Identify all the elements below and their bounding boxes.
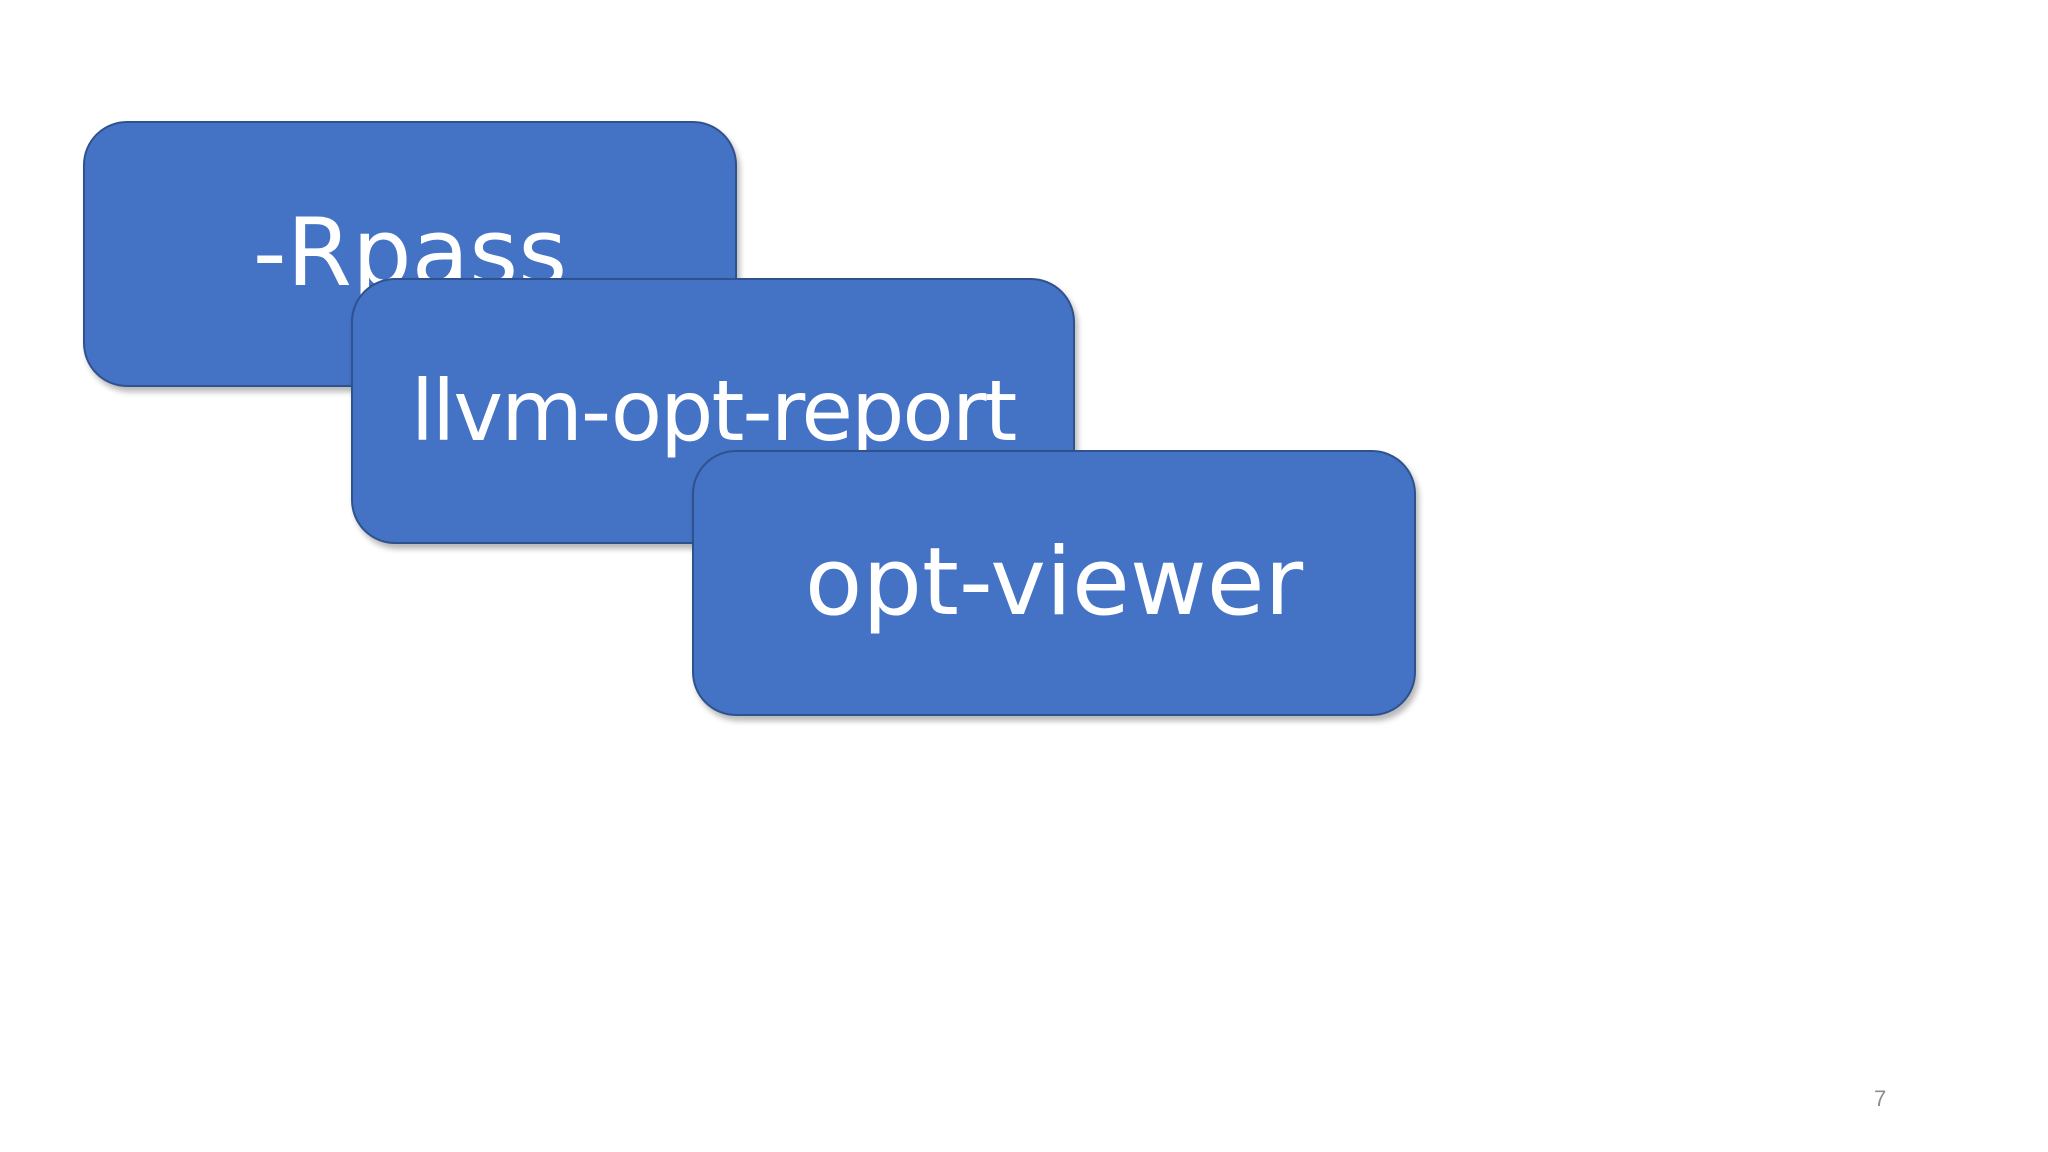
llvm-opt-report-label: llvm-opt-report	[410, 362, 1018, 460]
opt-viewer-label: opt-viewer	[804, 528, 1304, 637]
page-number: 7	[1874, 1086, 1887, 1111]
opt-viewer-box: opt-viewer	[692, 450, 1416, 716]
